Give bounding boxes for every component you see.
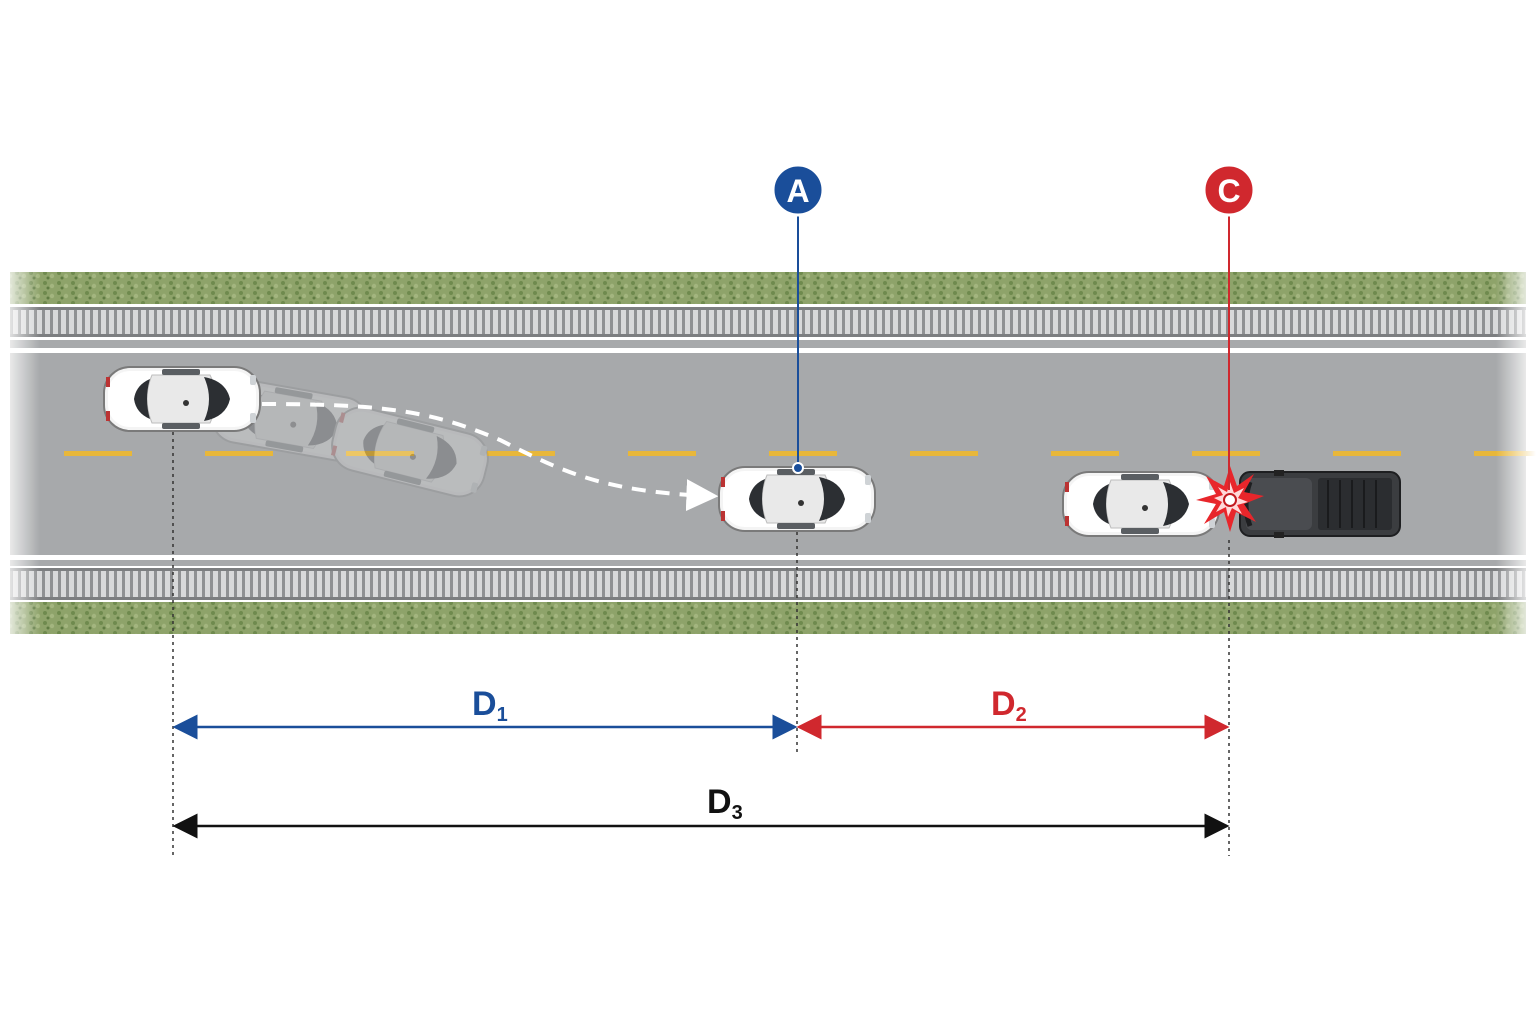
lane-dash: [205, 451, 273, 456]
lane-dash: [1051, 451, 1119, 456]
car-position-a-icon: [718, 466, 876, 532]
collision-burst-icon: [1196, 466, 1264, 532]
lower-roadside: [10, 568, 1526, 634]
marker-a-badge: [771, 163, 825, 217]
road-edge-line-bottom: [10, 555, 1526, 560]
pickup-truck-icon: [1240, 470, 1400, 538]
marker-c-badge: [1202, 163, 1256, 217]
marker-a-label: A: [786, 173, 809, 209]
lane-dash: [487, 451, 555, 456]
lane-dash: [628, 451, 696, 456]
marker-c: C: [1202, 163, 1256, 490]
lane-dash: [769, 451, 837, 456]
lower-guardrail: [10, 571, 1526, 599]
dimension-d2-label: D2: [991, 685, 1027, 726]
marker-a: A: [771, 163, 825, 474]
upper-grass: [10, 272, 1526, 304]
marker-c-label: C: [1217, 173, 1240, 209]
car-collision-icon: [1062, 471, 1220, 537]
lane-dash: [910, 451, 978, 456]
upper-roadside: [10, 272, 1526, 337]
dimension-d3: D3: [172, 783, 1230, 839]
dimension-d3-label: D3: [707, 783, 743, 824]
car-start-icon: [103, 366, 261, 432]
lane-dash: [1192, 451, 1260, 456]
lower-grass: [10, 602, 1526, 634]
lane-dash: [1333, 451, 1401, 456]
dimension-d2: D2: [796, 685, 1230, 740]
lane-dash: [64, 451, 132, 456]
dimension-d1-label: D1: [472, 685, 508, 726]
swerve-trajectory-arrow: [261, 402, 719, 512]
dimension-d1: D1: [172, 685, 798, 740]
reference-lines: [172, 432, 1230, 856]
road-edge-line-top: [10, 348, 1526, 353]
upper-guardrail: [10, 308, 1526, 336]
marker-a-point: [792, 462, 804, 474]
